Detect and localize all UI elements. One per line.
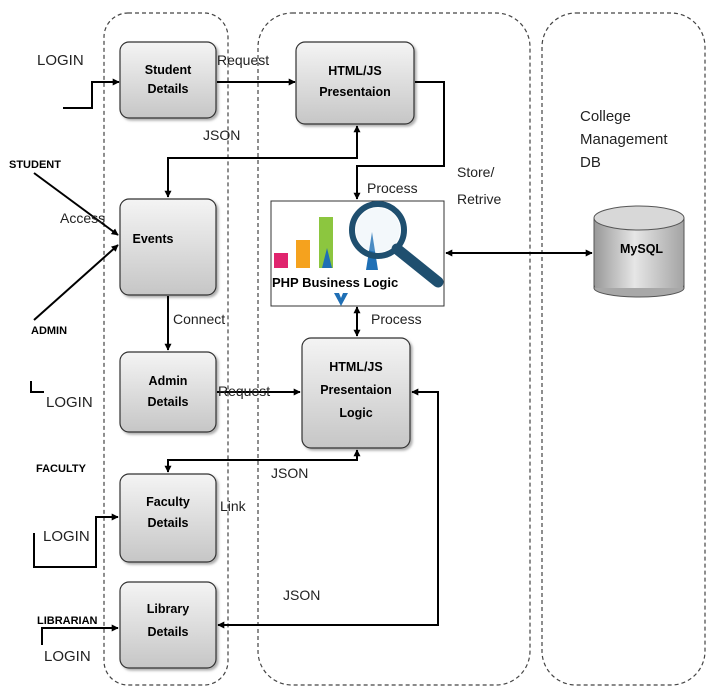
edge-label-request-admin: Request	[218, 383, 271, 399]
presentation-top-line-2: Presentaion	[319, 85, 391, 99]
edge-login-admin	[30, 381, 44, 393]
student-details-line-1: Student	[145, 63, 192, 77]
bar-chart-icon-peak-left	[322, 248, 332, 268]
library-details-line-2: Details	[148, 625, 189, 639]
bar-chart-icon-bar-pink	[274, 253, 288, 268]
actor-student: STUDENT	[9, 159, 61, 171]
box-student-details	[119, 41, 217, 119]
edge-login-librarian	[41, 624, 119, 645]
actor-admin: ADMIN	[31, 325, 68, 337]
edge-label-store-1: Store/	[457, 164, 495, 180]
magnifier-icon	[349, 201, 444, 288]
edge-label-json-bottom: JSON	[283, 587, 321, 603]
box-library-details	[119, 581, 217, 669]
edge-label-connect: Connect	[173, 311, 226, 327]
box-faculty-details	[119, 473, 217, 563]
presentation-top-line-1: HTML/JS	[328, 64, 381, 78]
edge-label-access: Access	[60, 210, 106, 226]
library-details-line-1: Library	[147, 602, 189, 616]
faculty-details-line-1: Faculty	[146, 495, 190, 509]
edge-label-process-top: Process	[367, 180, 418, 196]
login-label-student: LOGIN	[37, 52, 84, 69]
database-icon	[593, 205, 685, 298]
edge-label-store-2: Retrive	[457, 191, 502, 207]
lane-client	[103, 12, 229, 686]
db-lane-title-line-2: Management	[580, 131, 668, 148]
lane-db	[541, 12, 706, 686]
presentation-logic-line-3: Logic	[339, 406, 372, 420]
edge-admin-access	[33, 244, 119, 321]
student-details-line-2: Details	[148, 82, 189, 96]
lane-server	[257, 12, 531, 686]
bar-chart-icon-bar-green	[319, 217, 333, 268]
mysql-label: MySQL	[620, 242, 664, 256]
db-lane-title-line-3: DB	[580, 154, 601, 171]
db-lane-title: College Management DB	[580, 105, 668, 174]
login-label-admin: LOGIN	[46, 394, 93, 411]
bar-chart-icon-chevron	[334, 293, 348, 306]
edge-json-mid	[164, 449, 361, 473]
box-admin-details	[119, 351, 217, 433]
edge-login-faculty	[33, 513, 119, 568]
edge-label-link: Link	[220, 498, 246, 514]
edge-student-access	[33, 172, 119, 236]
edge-json-top	[164, 125, 361, 198]
edge-label-json-top: JSON	[203, 127, 241, 143]
presentation-logic-line-1: HTML/JS	[329, 360, 382, 374]
php-business-logic-label: PHP Business Logic	[272, 275, 399, 290]
admin-details-line-1: Admin	[149, 374, 188, 388]
bar-chart-icon-bar-orange	[296, 240, 310, 268]
actor-faculty: FACULTY	[36, 463, 86, 475]
edge-label-json-mid: JSON	[271, 465, 309, 481]
login-label-faculty: LOGIN	[43, 528, 90, 545]
actor-librarian: LIBRARIAN	[37, 615, 98, 627]
presentation-logic-line-2: Presentaion	[320, 383, 392, 397]
faculty-details-line-2: Details	[148, 516, 189, 530]
bar-chart-icon-peak-right	[366, 232, 378, 270]
edge-label-process-bottom: Process	[371, 311, 422, 327]
admin-details-line-2: Details	[148, 395, 189, 409]
edge-login-student	[63, 78, 120, 109]
events-label: Events	[133, 232, 174, 246]
edge-json-bottom	[217, 388, 439, 629]
login-label-librarian: LOGIN	[44, 648, 91, 665]
box-presentation-top	[295, 41, 415, 125]
edge-label-request-top: Request	[217, 52, 270, 68]
box-events	[119, 198, 217, 296]
db-lane-title-line-1: College	[580, 108, 631, 125]
